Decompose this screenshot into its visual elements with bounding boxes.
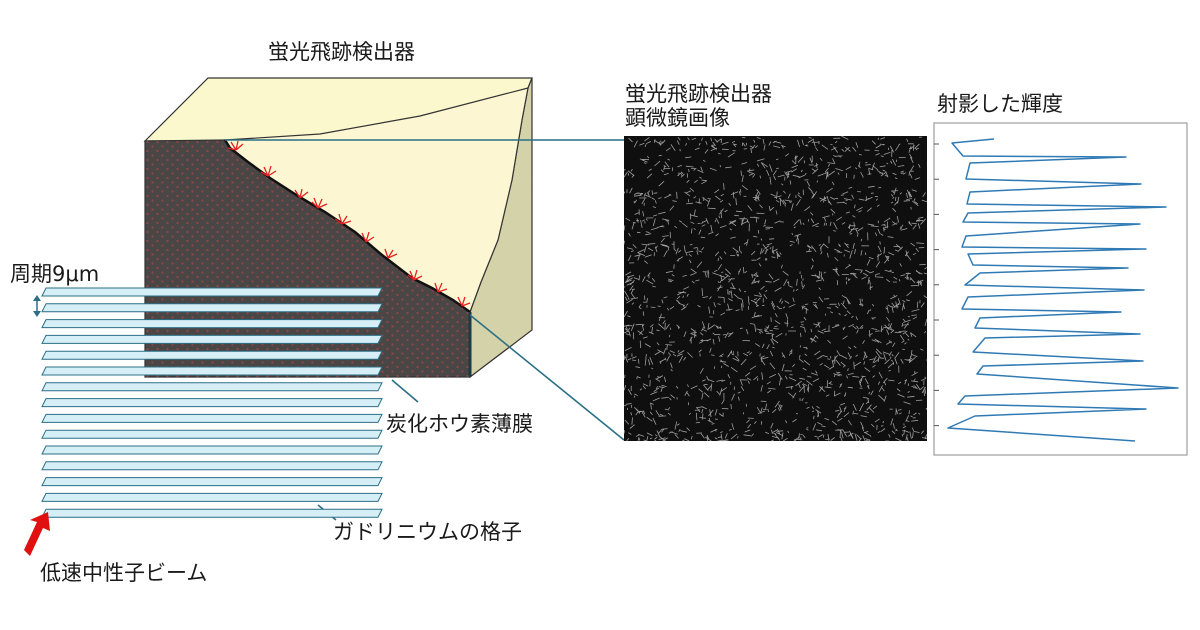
grating-bar (41, 413, 383, 423)
label-period: 周期9μm (10, 262, 100, 286)
label-boron-film: 炭化ホウ素薄膜 (386, 412, 533, 436)
neutron-tracks (227, 140, 471, 307)
grating-bar (41, 319, 383, 329)
label-detector: 蛍光飛跡検出器 (268, 40, 415, 64)
grating-bar (41, 303, 383, 313)
label-micrograph-title-1: 蛍光飛跡検出器 (625, 82, 772, 106)
grating-bar (41, 429, 383, 439)
label-projected-brightness: 射影した輝度 (937, 92, 1063, 116)
grating-bar (41, 508, 383, 518)
label-beam: 低速中性子ビーム (40, 561, 208, 585)
detector-block (143, 77, 533, 379)
grating-bar (41, 366, 383, 376)
arrow-icon (24, 512, 50, 556)
grating-bar (41, 445, 383, 455)
grating-bar (41, 350, 383, 360)
label-micrograph-title-2: 顕微鏡画像 (625, 106, 730, 130)
grating-bar (41, 492, 383, 502)
grating-bar (41, 398, 383, 408)
micrograph-image (623, 135, 928, 442)
brightness-profile-line (947, 138, 1179, 442)
gadolinium-grating (41, 287, 383, 518)
grating-bar (41, 461, 383, 471)
label-grating: ガドリニウムの格子 (333, 520, 522, 544)
micrograph-noise (623, 135, 928, 442)
speckle (623, 135, 928, 442)
boron-film-dots (145, 140, 470, 377)
brightness-plot (933, 122, 1188, 456)
grating-bar (41, 334, 383, 344)
grating-bar (41, 477, 383, 487)
double-arrow-icon (33, 295, 41, 317)
grating-bar (41, 382, 383, 392)
plot-ticks (934, 143, 939, 427)
grating-bar (41, 287, 383, 297)
